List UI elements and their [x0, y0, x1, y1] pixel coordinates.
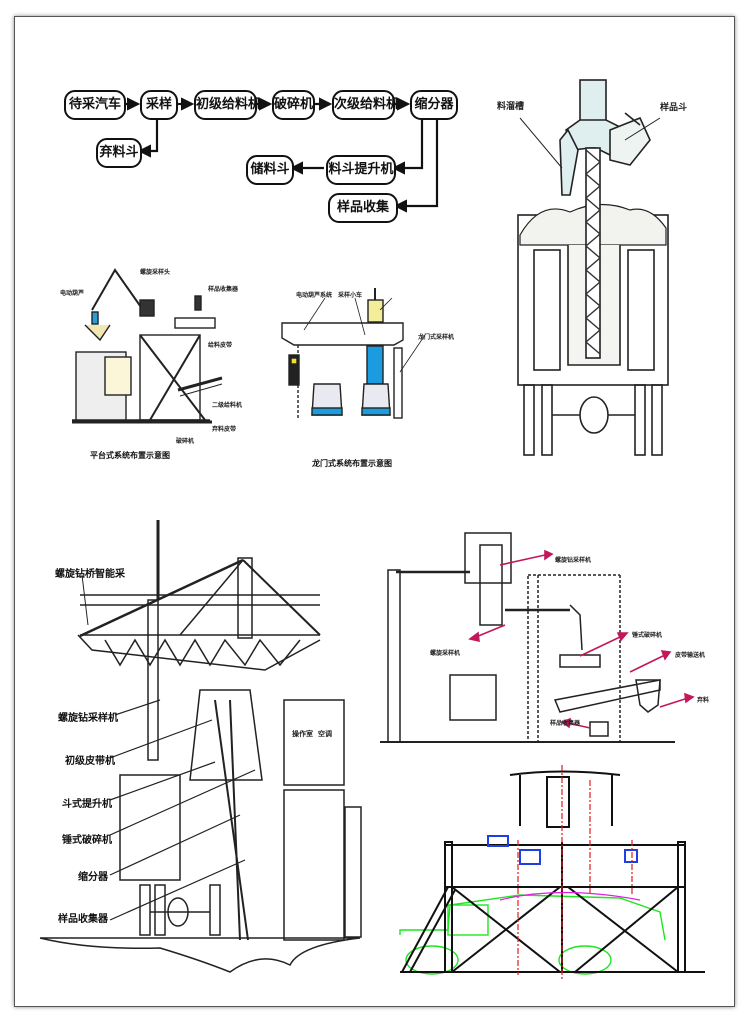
cad-truck-outline [399, 894, 666, 975]
flow-node-bucket-elevator: 料斗提升机 [326, 155, 396, 185]
auger-label-sample-bucket: 样品斗 [660, 103, 688, 113]
arm-label-0: 螺旋钻采样机 [555, 557, 592, 564]
flow-node-storage-hopper: 储料斗 [246, 155, 294, 185]
bridge-label-6: 样品收集器 [58, 914, 108, 925]
platform-label-5: 弃料皮带 [212, 426, 237, 433]
edge-n6-n9 [391, 117, 424, 175]
auger-label-chute: 料溜槽 [497, 102, 525, 112]
platform-label-2: 样品收集器 [208, 286, 239, 293]
flow-node-primary-feeder: 初级给料机 [194, 90, 261, 120]
arm-label-2: 锤式破碎机 [632, 632, 663, 639]
cad-hose [499, 891, 641, 901]
bridge-label-1: 螺旋钻采样机 [58, 713, 118, 724]
gantry-label-1: 采样小车 [338, 292, 363, 299]
platform-label-4: 二级给料机 [212, 402, 243, 409]
bridge-cabin-operator: 操作室 [292, 730, 313, 738]
arm-label-3: 皮带输送机 [675, 652, 706, 659]
bridge-label-5: 缩分器 [78, 872, 108, 883]
platform-label-6: 破碎机 [176, 438, 195, 445]
arm-label-5: 样品收集器 [550, 720, 581, 727]
edge-n6-n10 [393, 117, 439, 213]
cad-bolts [487, 835, 638, 865]
bridge-label-3: 斗式提升机 [62, 799, 112, 810]
flow-node-sampling: 采样 [140, 90, 178, 120]
gantry-caption: 龙门式系统布置示意图 [312, 459, 392, 468]
bridge-cabin-ac: 空调 [318, 730, 332, 738]
flow-node-divider: 缩分器 [410, 90, 458, 120]
platform-label-0: 螺旋采样头 [140, 269, 171, 276]
flow-node-sample-collection: 样品收集 [328, 193, 398, 223]
cad-centerlines [517, 765, 633, 980]
flow-node-reject-hopper: 弃料斗 [96, 138, 142, 168]
arm-label-1: 螺旋采样机 [430, 650, 461, 657]
bridge-label-0: 螺旋钻桥智能采 [55, 569, 125, 580]
bridge-label-4: 锤式破碎机 [62, 835, 112, 846]
gantry-label-2: 龙门式采样机 [418, 334, 455, 341]
gantry-label-0: 电动葫芦系统 [296, 292, 333, 299]
arm-callout-arrows [468, 549, 695, 729]
arm-label-4: 弃料 [697, 697, 710, 704]
flow-node-waiting-truck: 待采汽车 [64, 90, 126, 120]
flow-node-crusher: 破碎机 [272, 90, 315, 120]
platform-caption: 平台式系统布置示意图 [90, 451, 170, 460]
platform-label-3: 给料皮带 [208, 342, 233, 349]
platform-label-1: 电动葫芦 [60, 290, 85, 297]
flow-node-secondary-feeder: 次级给料机 [332, 90, 399, 120]
bridge-label-2: 初级皮带机 [65, 756, 115, 767]
edge-n2-n7 [137, 117, 159, 158]
